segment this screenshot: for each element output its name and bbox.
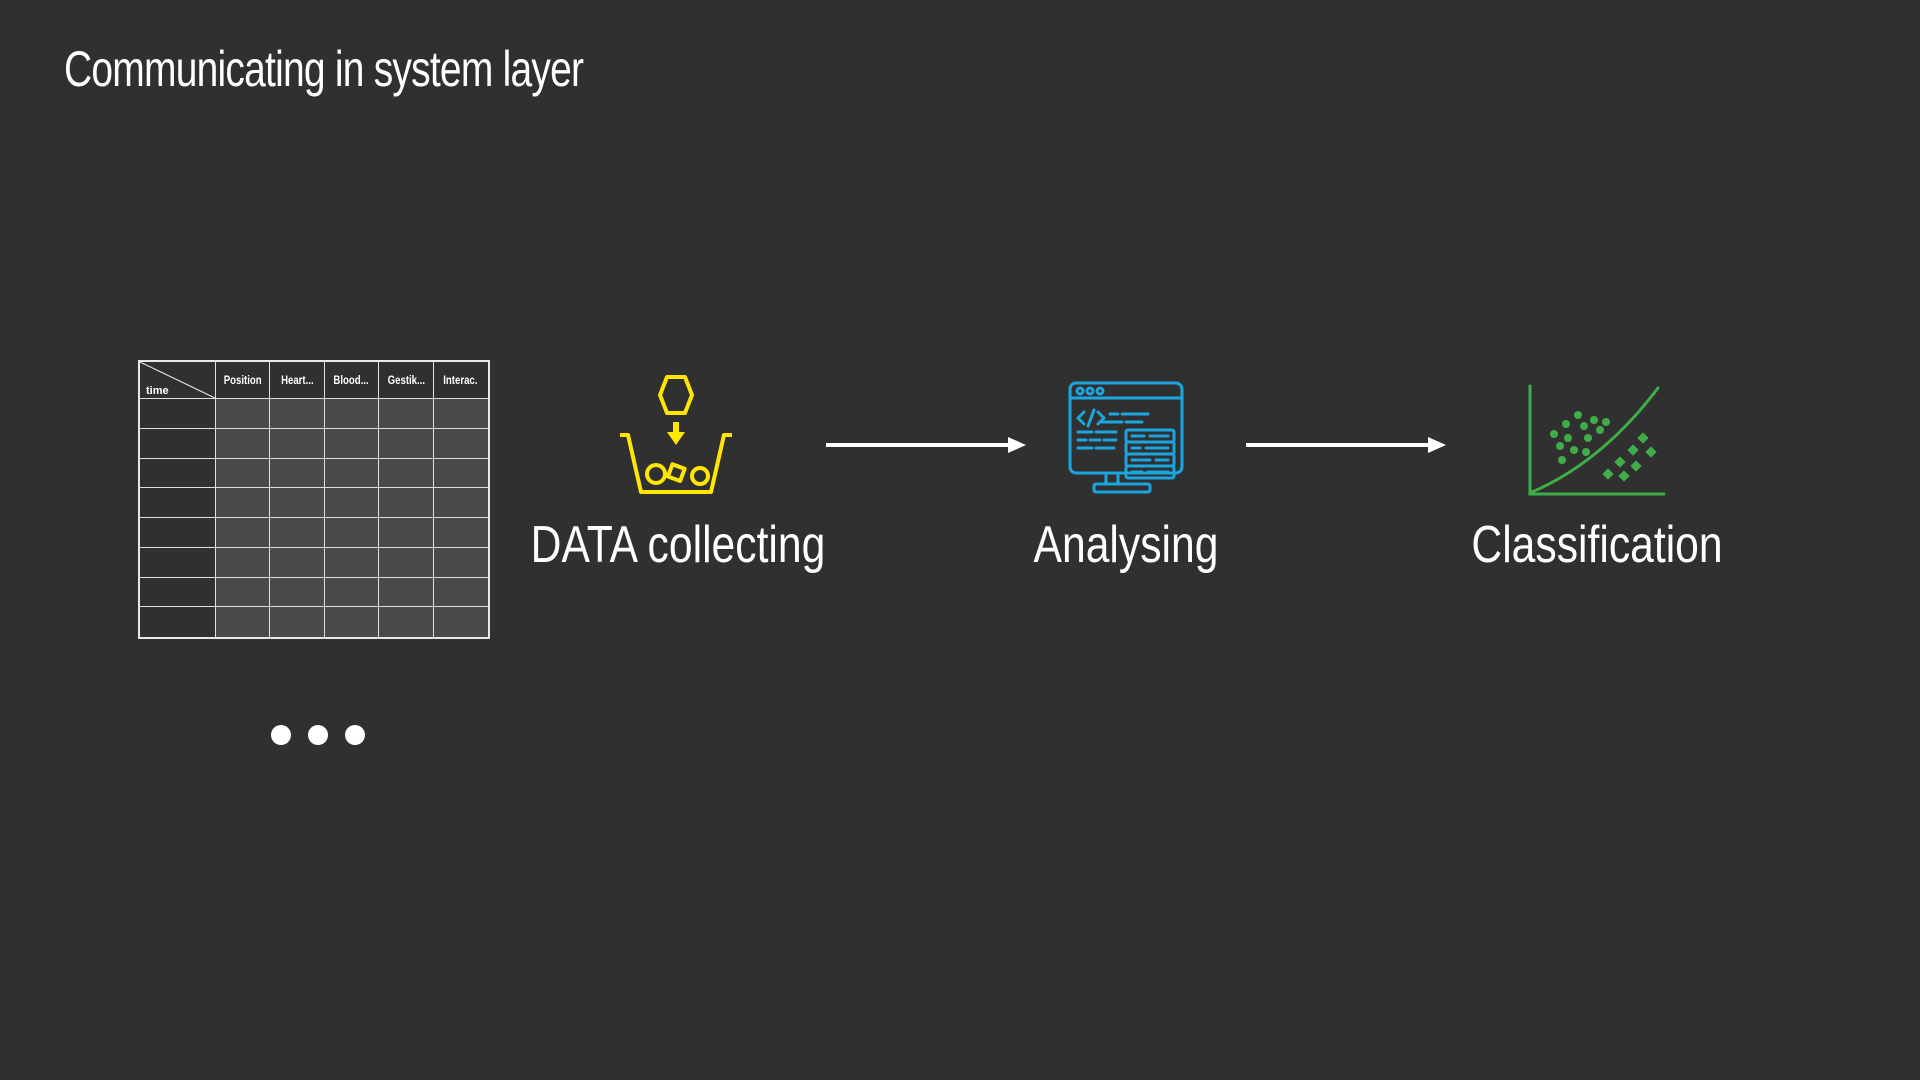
table-cell bbox=[433, 577, 488, 608]
ellipsis-dot bbox=[308, 725, 328, 745]
table-cell bbox=[433, 488, 488, 518]
table-cell bbox=[270, 518, 325, 548]
table-cell bbox=[379, 488, 434, 518]
table-row-label-cell bbox=[140, 399, 216, 429]
table-cell bbox=[324, 547, 380, 578]
table-cell bbox=[379, 428, 434, 459]
table-cell bbox=[270, 607, 325, 637]
table-column-header-label: Blood... bbox=[333, 373, 370, 387]
table-cell bbox=[324, 458, 380, 489]
table-cell bbox=[216, 518, 271, 548]
table-corner-cell: time bbox=[140, 362, 216, 399]
table-column-header: Position bbox=[216, 362, 271, 399]
table-cell bbox=[324, 488, 380, 518]
table-cell bbox=[379, 577, 434, 608]
slide-title: Communicating in system layer bbox=[64, 41, 584, 97]
table-column-header-label: Gestik... bbox=[387, 373, 425, 387]
table-row-label-cell bbox=[140, 577, 216, 608]
table-cell bbox=[270, 399, 325, 429]
table-cell bbox=[216, 488, 271, 518]
table-cell bbox=[270, 458, 325, 489]
table-column-header: Interac. bbox=[433, 362, 488, 399]
step-label-analysing: Analysing bbox=[1033, 516, 1219, 574]
table-cell bbox=[324, 428, 380, 459]
scatter-classification-icon bbox=[1528, 384, 1666, 496]
flow-arrow-1 bbox=[826, 437, 1026, 453]
table-row-label-cell bbox=[140, 488, 216, 518]
table-cell bbox=[379, 518, 434, 548]
table-cell bbox=[216, 577, 271, 608]
table-column-header: Heart... bbox=[270, 362, 325, 399]
table-row-label-cell bbox=[140, 547, 216, 578]
table-row-label-cell bbox=[140, 458, 216, 489]
flow-arrow-2 bbox=[1246, 437, 1446, 453]
data-collecting-icon bbox=[620, 375, 732, 494]
table-row-label-cell bbox=[140, 518, 216, 548]
table-cell bbox=[433, 428, 488, 459]
table-column-header: Gestik... bbox=[379, 362, 434, 399]
table-cell bbox=[270, 428, 325, 459]
table-cell bbox=[433, 518, 488, 548]
table-cell bbox=[324, 399, 380, 429]
table-cell bbox=[216, 607, 271, 637]
table-cell bbox=[216, 458, 271, 489]
table-cell bbox=[433, 547, 488, 578]
table-cell bbox=[270, 488, 325, 518]
table-cell bbox=[433, 399, 488, 429]
table-column-header: Blood... bbox=[324, 362, 380, 399]
table-cell bbox=[379, 458, 434, 489]
table-corner-label: time bbox=[146, 385, 169, 397]
ellipsis-dots bbox=[271, 724, 365, 746]
table-cell bbox=[324, 607, 380, 637]
table-cell bbox=[324, 577, 380, 608]
table-cell bbox=[270, 547, 325, 578]
table-cell bbox=[216, 399, 271, 429]
table-cell bbox=[216, 547, 271, 578]
table-cell bbox=[379, 547, 434, 578]
step-label-classification: Classification bbox=[1471, 516, 1723, 574]
table-cell bbox=[433, 458, 488, 489]
table-row-label-cell bbox=[140, 428, 216, 459]
table-row-label-cell bbox=[140, 607, 216, 637]
data-table: time Position Heart... Blood... Gestik... Int… bbox=[138, 360, 490, 639]
table-cell bbox=[379, 399, 434, 429]
ellipsis-dot bbox=[345, 725, 365, 745]
table-cell bbox=[379, 607, 434, 637]
table-cell bbox=[270, 577, 325, 608]
step-label-data-collecting: DATA collecting bbox=[530, 516, 826, 574]
code-monitor-icon bbox=[1068, 381, 1184, 494]
table-cell bbox=[324, 518, 380, 548]
ellipsis-dot bbox=[271, 725, 291, 745]
table-column-header-label: Heart... bbox=[280, 373, 314, 387]
table-column-header-label: Interac. bbox=[443, 373, 478, 387]
table-column-header-label: Position bbox=[223, 373, 262, 387]
table-cell bbox=[216, 428, 271, 459]
table-cell bbox=[433, 607, 488, 637]
